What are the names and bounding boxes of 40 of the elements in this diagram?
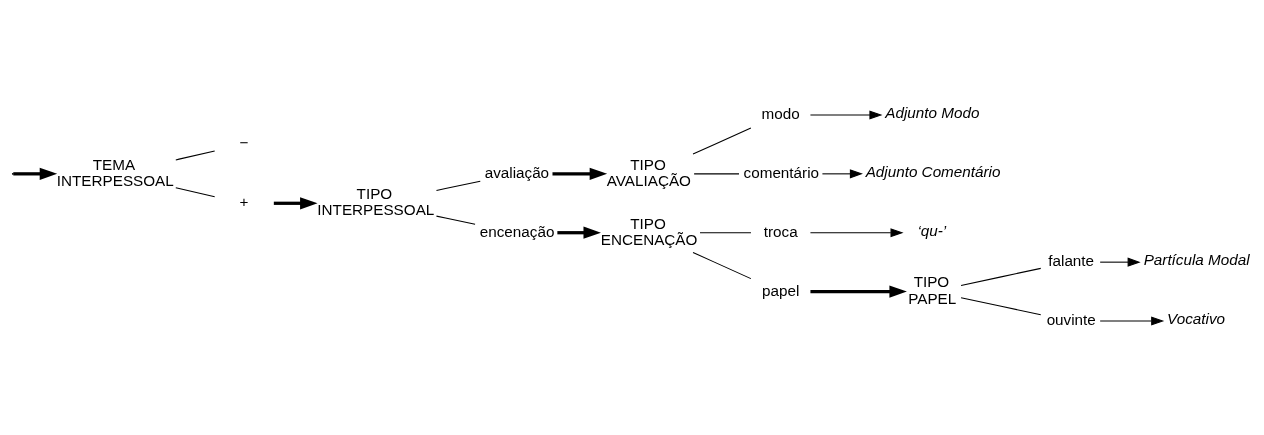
connector <box>693 172 740 174</box>
arrow <box>821 168 863 178</box>
connector <box>435 215 476 225</box>
node-text: TIPO AVALIAÇÃO <box>606 155 691 189</box>
arrow <box>13 167 58 180</box>
connector <box>699 231 752 233</box>
arrow <box>809 109 883 120</box>
node-text: TIPO ENCENAÇÃO <box>600 214 698 248</box>
connector <box>960 296 1042 315</box>
node-text: Vocativo <box>1167 309 1226 327</box>
arrow <box>1099 257 1141 267</box>
node-text: comentário <box>743 163 820 181</box>
node-text: papel <box>762 281 800 299</box>
connector <box>175 186 216 197</box>
connector <box>435 180 481 191</box>
node-text: TIPO INTERPESSOAL <box>317 184 435 218</box>
arrow <box>1099 315 1165 326</box>
connector <box>960 267 1042 286</box>
connector <box>692 251 752 279</box>
node-text: Adjunto Comentário <box>865 162 1001 180</box>
arrow <box>273 196 318 209</box>
node-text: − <box>239 133 249 151</box>
node-text: TIPO PAPEL <box>908 272 957 307</box>
arrow <box>809 227 904 237</box>
node-text: TEMA INTERPESSOAL <box>56 155 174 189</box>
node-text: + <box>239 192 249 210</box>
arrow <box>557 226 601 239</box>
connector <box>692 126 752 155</box>
node-text: avaliação <box>484 163 550 181</box>
node-text: encenação <box>479 222 555 240</box>
node-text: ‘qu-’ <box>917 221 947 239</box>
arrow <box>810 284 907 298</box>
arrow <box>552 167 608 180</box>
connector <box>175 149 216 160</box>
node-text: Adjunto Modo <box>885 103 980 121</box>
node-text: ouvinte <box>1046 310 1096 328</box>
node-text: Partícula Modal <box>1143 250 1250 268</box>
node-text: modo <box>761 104 800 122</box>
node-text: troca <box>763 222 798 240</box>
node-text: falante <box>1048 251 1095 269</box>
